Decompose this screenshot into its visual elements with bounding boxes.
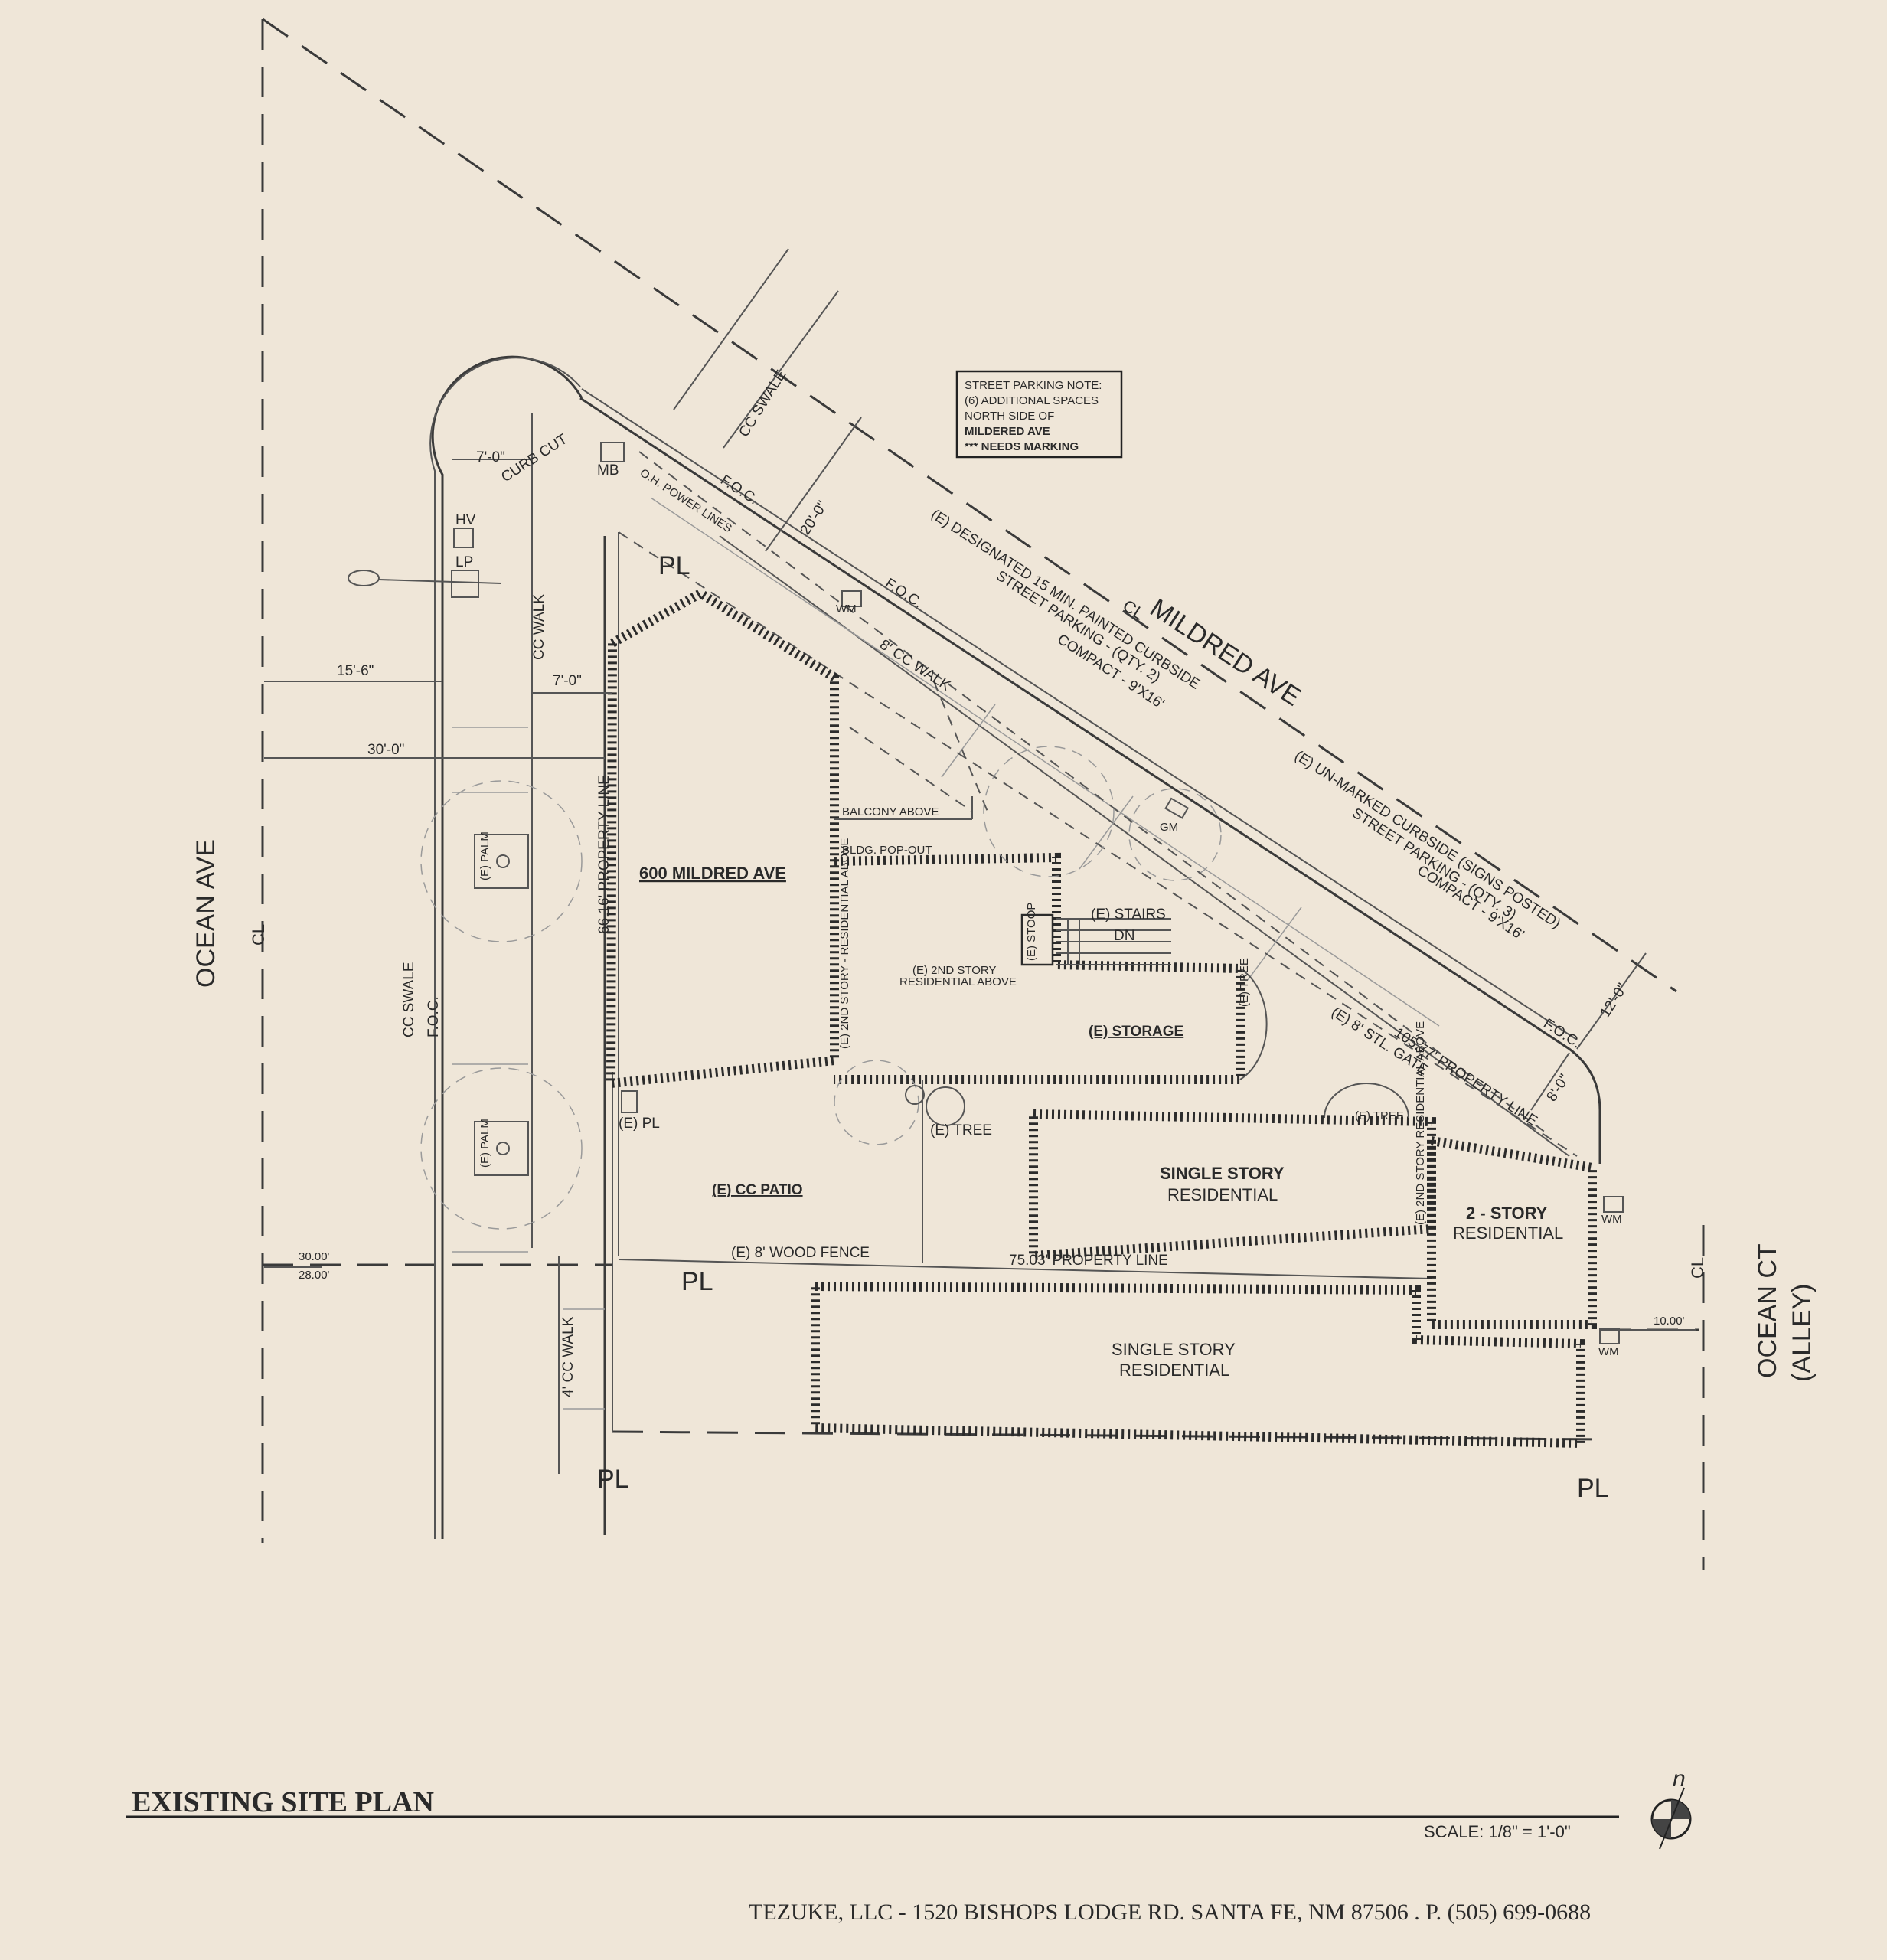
wm-label-2: WM (1601, 1213, 1622, 1226)
stairs (1056, 918, 1171, 965)
parking-note-line3: MILDERED AVE (965, 425, 1050, 438)
parking-note-line1: (6) ADDITIONAL SPACES (965, 394, 1099, 407)
power-pole-symbol (621, 1090, 638, 1113)
right-of-way-lines (261, 18, 1705, 1570)
dim-30-0: 30'-0" (367, 742, 404, 758)
scale-label: SCALE: 1/8" = 1'-0" (1424, 1822, 1571, 1841)
cc-swale-label-1: CC SWALE (401, 962, 417, 1037)
mb-label: MB (597, 462, 619, 479)
patio-label: (E) CC PATIO (712, 1182, 803, 1198)
water-meter-symbol (841, 590, 862, 607)
ocean-ct-label: OCEAN CT (1753, 1243, 1782, 1378)
north-arrow: n (1650, 1766, 1692, 1850)
residential-label-3: RESIDENTIAL (1119, 1361, 1229, 1380)
dim-30-00: 30.00' (299, 1250, 330, 1263)
residential-above-label: RESIDENTIAL ABOVE (899, 975, 1017, 988)
hv-symbol (453, 528, 474, 548)
palm-label-2: (E) PALM (478, 1119, 491, 1168)
parking-note: STREET PARKING NOTE: (6) ADDITIONAL SPAC… (955, 370, 1123, 459)
dim-10-00: 10.00' (1654, 1315, 1685, 1328)
property-lines (612, 531, 1578, 1432)
foc-label-1: F.O.C. (426, 996, 442, 1037)
main-building (606, 588, 1268, 1089)
two-story-res-vertical-label: (E) 2ND STORY RESIDENTIAL ABOVE (1414, 1021, 1427, 1225)
dim-7ft-walk: 7'-0" (553, 673, 582, 689)
residential-label-2: RESIDENTIAL (1453, 1223, 1563, 1243)
cc-walk-label: CC WALK (531, 594, 547, 660)
power-pole-label: (E) PL (619, 1116, 660, 1132)
water-meter-symbol-3 (1599, 1328, 1620, 1344)
dim-28-00: 28.00' (299, 1269, 330, 1282)
dn-label: DN (1114, 928, 1134, 944)
mildred-ave-curb (579, 248, 1601, 1164)
single-story-label-1: SINGLE STORY (1160, 1164, 1285, 1183)
lp-symbol (451, 570, 479, 598)
mailbox-symbol (600, 442, 625, 462)
water-meter-symbol-2 (1603, 1196, 1624, 1213)
second-story-label: (E) 2ND STORY (912, 964, 996, 977)
pl-marker-4: PL (1577, 1474, 1609, 1503)
pl-marker-2: PL (681, 1267, 713, 1296)
pl-markers: PL PL PL PL (597, 551, 1609, 1503)
utilities (348, 442, 1624, 1344)
stoop-label: (E) STOOP (1025, 903, 1038, 961)
drawing-title: EXISTING SITE PLAN (132, 1786, 434, 1818)
two-story-label: 2 - STORY (1466, 1204, 1548, 1223)
wm-label-3: WM (1598, 1345, 1619, 1358)
hv-label: HV (455, 512, 476, 528)
ocean-ave-label: OCEAN AVE (191, 839, 220, 988)
lp-label: LP (455, 554, 473, 570)
dim-15-6: 15'-6" (337, 663, 374, 679)
centerline-ocean-ct: CL (1688, 1257, 1707, 1279)
north-label: n (1673, 1766, 1686, 1792)
pl-marker-1: PL (658, 551, 690, 580)
residential-label-1: RESIDENTIAL (1167, 1185, 1278, 1204)
pl-75-label: 75.03' PROPERTY LINE (1009, 1253, 1168, 1269)
tree-label-vertical: (E) TREE (1238, 958, 1251, 1007)
parking-note-line2: NORTH SIDE OF (965, 410, 1054, 423)
single-story-label-2: SINGLE STORY (1112, 1340, 1236, 1359)
building-address-label: 600 MILDRED AVE (639, 864, 786, 883)
stairs-label: (E) STAIRS (1091, 906, 1166, 923)
balcony-label: BALCONY ABOVE (842, 805, 939, 818)
alley-label: (ALLEY) (1787, 1284, 1817, 1383)
trees (420, 746, 1409, 1230)
pl-66-label: 66.16' PROPERTY LINE (596, 775, 612, 934)
building-labels: 600 MILDRED AVE (E) STORAGE (E) 2ND STOR… (478, 805, 1563, 1380)
power-lines-path (638, 451, 1547, 1134)
storage-label: (E) STORAGE (1089, 1024, 1183, 1040)
tree-label: (E) TREE (930, 1122, 992, 1138)
second-story-vertical-label: (E) 2ND STORY - RESIDENTIAL ABOVE (838, 838, 851, 1049)
fence-label: (E) 8' WOOD FENCE (731, 1245, 870, 1261)
parking-note-title: STREET PARKING NOTE: (965, 379, 1102, 392)
ocean-ave-curb (429, 355, 613, 1539)
neighbor-buildings (811, 1109, 1597, 1449)
title-block: EXISTING SITE PLAN SCALE: 1/8" = 1'-0" n… (126, 1766, 1692, 1925)
pl-marker-3: PL (597, 1465, 629, 1494)
wm-label-1: WM (836, 603, 857, 616)
palm-label-1: (E) PALM (478, 831, 491, 880)
centerline-ocean-ave: CL (249, 924, 268, 946)
cc-walk-4-label: 4' CC WALK (560, 1316, 576, 1397)
tree-label-small: (E) TREE (1355, 1109, 1404, 1122)
dim-7ft-curb: 7'-0" (476, 449, 505, 466)
gas-meter-symbol (1164, 797, 1190, 819)
popout-label: BLDG. POP-OUT (842, 844, 932, 857)
gm-label: GM (1160, 821, 1178, 834)
dimension-lines (264, 416, 1696, 1331)
parking-note-line4: *** NEEDS MARKING (965, 440, 1079, 453)
footer-contact: TEZUKE, LLC - 1520 BISHOPS LODGE RD. SAN… (749, 1900, 1591, 1925)
light-pole-symbol (348, 570, 380, 586)
